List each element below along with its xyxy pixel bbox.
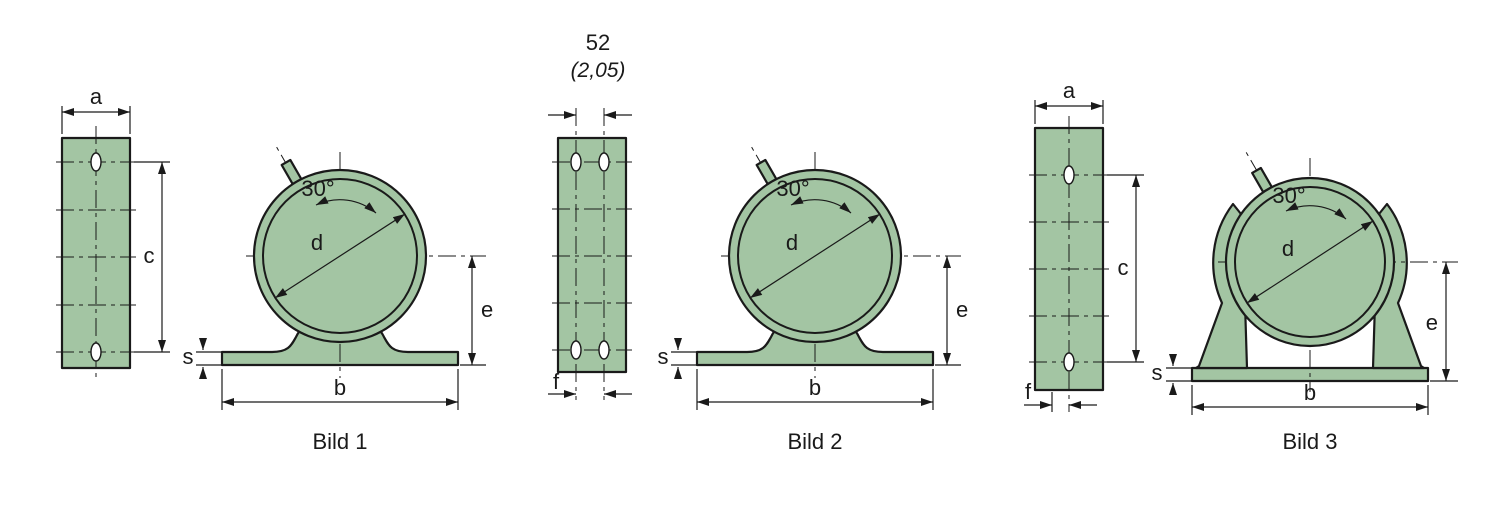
fig1-front-view-clamp: 30° d e s b [183,145,493,410]
dimension-b: b [1191,380,1429,415]
figure-3: a c f [1024,78,1458,454]
dim-label-a: a [1063,78,1076,103]
dim-label-c: c [1118,255,1129,280]
dimension-e: e [1426,262,1458,382]
dim-label-d: d [1282,236,1294,261]
dimension-s: s [658,338,697,379]
diameter-line [1246,220,1374,304]
mounting-hole [90,152,102,172]
angle-label: 30° [301,176,334,201]
dimension-d: d [274,213,406,299]
dimension-b: b [696,369,934,410]
dim-label-f: f [1025,379,1032,404]
dim-label-b: b [1304,380,1316,405]
mounting-hole [598,152,610,172]
dim-label-d: d [311,230,323,255]
dim-label-s: s [658,344,669,369]
dim-label-a: a [90,84,103,109]
dimension-d: d [749,213,881,299]
angle-dimension: 30° [301,176,377,214]
figure-2: 52 (2,05) f 30° d [548,30,968,454]
mounting-hole [570,340,582,360]
angle-dimension: 30° [1272,183,1347,220]
dim-label-c: c [144,243,155,268]
dimension-a: a [61,84,131,134]
dimension-b: b [221,369,459,410]
figure-1: a c 30° d [56,84,493,454]
fig2-front-view-clamp: 30° d e s b [658,145,968,410]
angle-label: 30° [1272,183,1305,208]
angle-arc [315,196,377,214]
dimension-e: e [460,256,493,366]
dimension-hole-spacing: 52 (2,05) [548,30,632,119]
mounting-hole [598,340,610,360]
plate-body [556,136,628,374]
figure-caption: Bild 3 [1282,429,1337,454]
dim-label-b: b [809,375,821,400]
dimension-c: c [1107,174,1144,363]
dim-label-s: s [183,344,194,369]
angle-arc [1285,202,1347,220]
dim-label-s: s [1152,360,1163,385]
fig3-side-view-plate: a c f [1024,78,1144,412]
fig1-side-view-plate: a c [56,84,170,380]
clamp-ring-inner [737,178,893,334]
dimension-s: s [1152,354,1192,395]
clamp-ring-inner [262,178,418,334]
fig3-front-view-clamp: 30° d e s b [1152,151,1458,415]
clamp-ring-inner [1234,186,1386,338]
dimension-c: c [134,161,170,353]
fig2-side-view-plate: 52 (2,05) f [548,30,632,400]
dimension-e: e [935,256,968,366]
mounting-hole [1063,352,1075,372]
dimension-f: f [1024,379,1097,412]
figure-caption: Bild 1 [312,429,367,454]
mounting-hole [1063,165,1075,185]
angle-dimension: 30° [776,176,852,214]
hole-spacing-mm: 52 [586,30,610,55]
diameter-line [749,213,881,299]
dimension-f: f [548,369,632,398]
figure-caption: Bild 2 [787,429,842,454]
dimension-a: a [1034,78,1104,124]
dim-label-b: b [334,375,346,400]
dimension-s: s [183,338,222,379]
dim-label-f: f [553,369,560,394]
dim-label-e: e [481,297,493,322]
dim-label-d: d [786,230,798,255]
hole-spacing-inch: (2,05) [571,59,626,82]
mounting-hole [570,152,582,172]
angle-label: 30° [776,176,809,201]
dimension-d: d [1246,220,1374,304]
dim-label-e: e [1426,310,1438,335]
dim-label-e: e [956,297,968,322]
angle-arc [790,196,852,214]
row-centerlines [552,161,632,351]
mounting-hole [90,342,102,362]
diameter-line [274,213,406,299]
